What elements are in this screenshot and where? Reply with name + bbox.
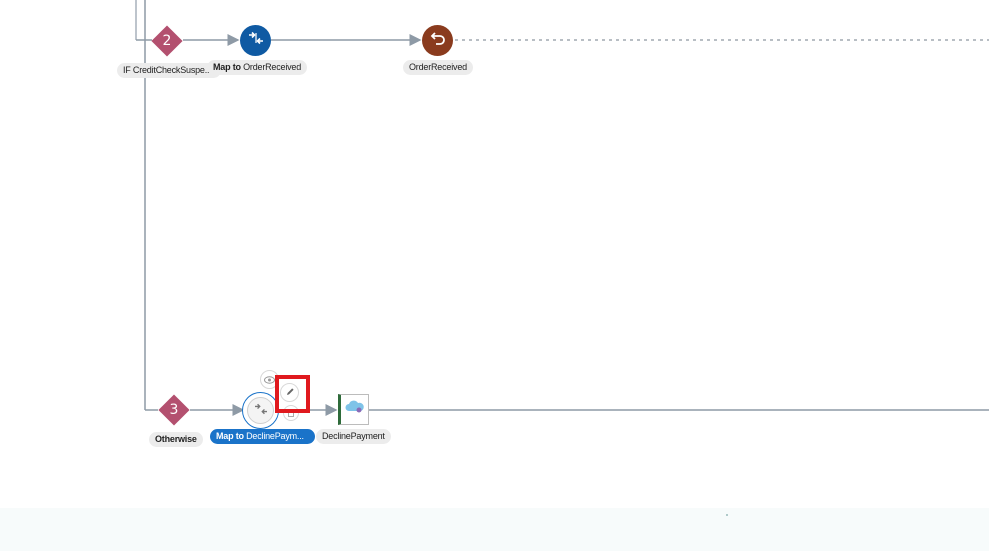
case-number: 3 [169, 402, 179, 418]
pencil-icon [285, 384, 295, 402]
case-number: 2 [162, 33, 172, 49]
map-arrows-icon [254, 402, 268, 420]
map-arrows-icon [248, 31, 264, 50]
map-node-label[interactable]: Map to OrderReceived [207, 60, 308, 75]
eye-icon [264, 371, 275, 389]
canvas-dot [726, 514, 728, 516]
map-node-orderreceived[interactable] [240, 25, 271, 56]
case-label[interactable]: IF CreditCheckSuspe... [117, 63, 221, 78]
switch-case-2[interactable]: 2 [151, 25, 183, 57]
edit-button[interactable] [280, 383, 299, 402]
switch-case-3[interactable]: 3 [158, 394, 190, 426]
map-node-declinepayment[interactable] [242, 392, 279, 429]
otherwise-label[interactable]: Otherwise [149, 432, 203, 447]
return-arrow-icon [430, 31, 446, 50]
map-node-inner [247, 397, 274, 424]
return-node-orderreceived[interactable] [422, 25, 453, 56]
invoke-node-declinepayment[interactable] [338, 394, 369, 425]
cloud-connection-icon [345, 399, 365, 420]
highlight-box [275, 375, 310, 413]
invoke-node-label[interactable]: DeclinePayment [316, 429, 391, 444]
canvas-footer-band [0, 508, 989, 551]
map-node-selected-label[interactable]: Map to DeclinePaym... [210, 429, 315, 444]
return-node-label[interactable]: OrderReceived [403, 60, 473, 75]
